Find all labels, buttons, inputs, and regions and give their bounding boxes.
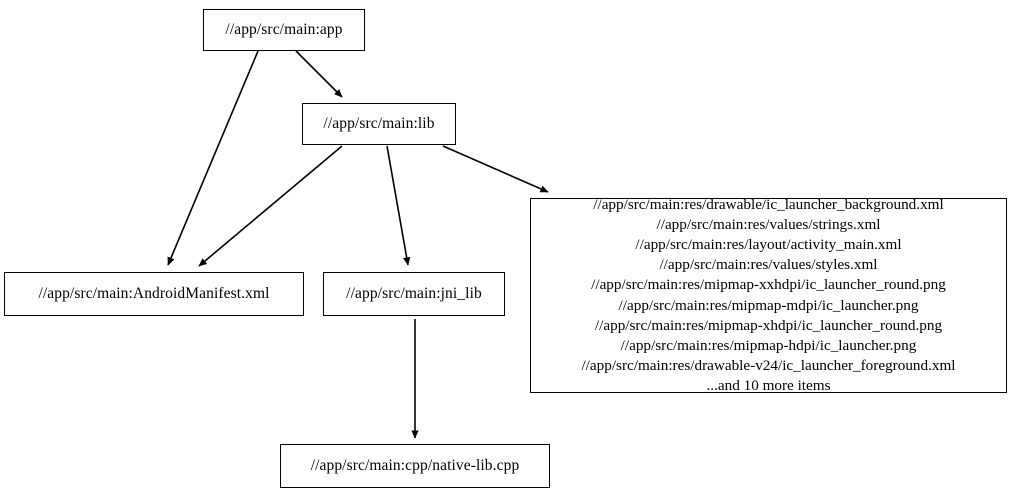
node-native-lib-cpp-label: //app/src/main:cpp/native-lib.cpp bbox=[310, 457, 520, 475]
edge-lib-to-jni-lib bbox=[386, 145, 411, 266]
node-jni-lib-label: //app/src/main:jni_lib bbox=[346, 285, 482, 303]
node-lib[interactable]: //app/src/main:lib bbox=[302, 103, 456, 145]
resource-line: //app/src/main:res/layout/activity_main.… bbox=[635, 236, 902, 254]
node-resources-label-group: //app/src/main:res/drawable/ic_launcher_… bbox=[581, 195, 955, 396]
resource-line: //app/src/main:res/values/strings.xml bbox=[656, 216, 881, 234]
edge-lib-to-manifest bbox=[198, 145, 343, 267]
node-android-manifest[interactable]: //app/src/main:AndroidManifest.xml bbox=[4, 272, 304, 316]
edge-lib-to-resources bbox=[442, 145, 549, 193]
node-lib-label: //app/src/main:lib bbox=[323, 115, 435, 133]
resource-line: //app/src/main:res/mipmap-xhdpi/ic_launc… bbox=[594, 316, 943, 334]
resource-line-more-items: ...and 10 more items bbox=[706, 376, 831, 394]
resource-line: //app/src/main:res/drawable/ic_launcher_… bbox=[593, 196, 944, 214]
resource-line: //app/src/main:res/mipmap-mdpi/ic_launch… bbox=[618, 296, 919, 314]
node-jni-lib[interactable]: //app/src/main:jni_lib bbox=[323, 272, 505, 316]
node-app[interactable]: //app/src/main:app bbox=[203, 9, 365, 51]
resource-line: //app/src/main:res/mipmap-xxhdpi/ic_laun… bbox=[591, 276, 946, 294]
resource-line: //app/src/main:res/mipmap-hdpi/ic_launch… bbox=[620, 336, 917, 354]
resource-line: //app/src/main:res/drawable-v24/ic_launc… bbox=[581, 356, 956, 374]
resource-line: //app/src/main:res/values/styles.xml bbox=[659, 256, 878, 274]
edge-app-to-lib bbox=[295, 50, 343, 98]
node-native-lib-cpp[interactable]: //app/src/main:cpp/native-lib.cpp bbox=[280, 444, 550, 488]
node-app-label: //app/src/main:app bbox=[225, 21, 343, 39]
node-android-manifest-label: //app/src/main:AndroidManifest.xml bbox=[38, 285, 270, 303]
node-resources[interactable]: //app/src/main:res/drawable/ic_launcher_… bbox=[530, 195, 1007, 396]
edge-app-to-manifest bbox=[167, 50, 259, 266]
